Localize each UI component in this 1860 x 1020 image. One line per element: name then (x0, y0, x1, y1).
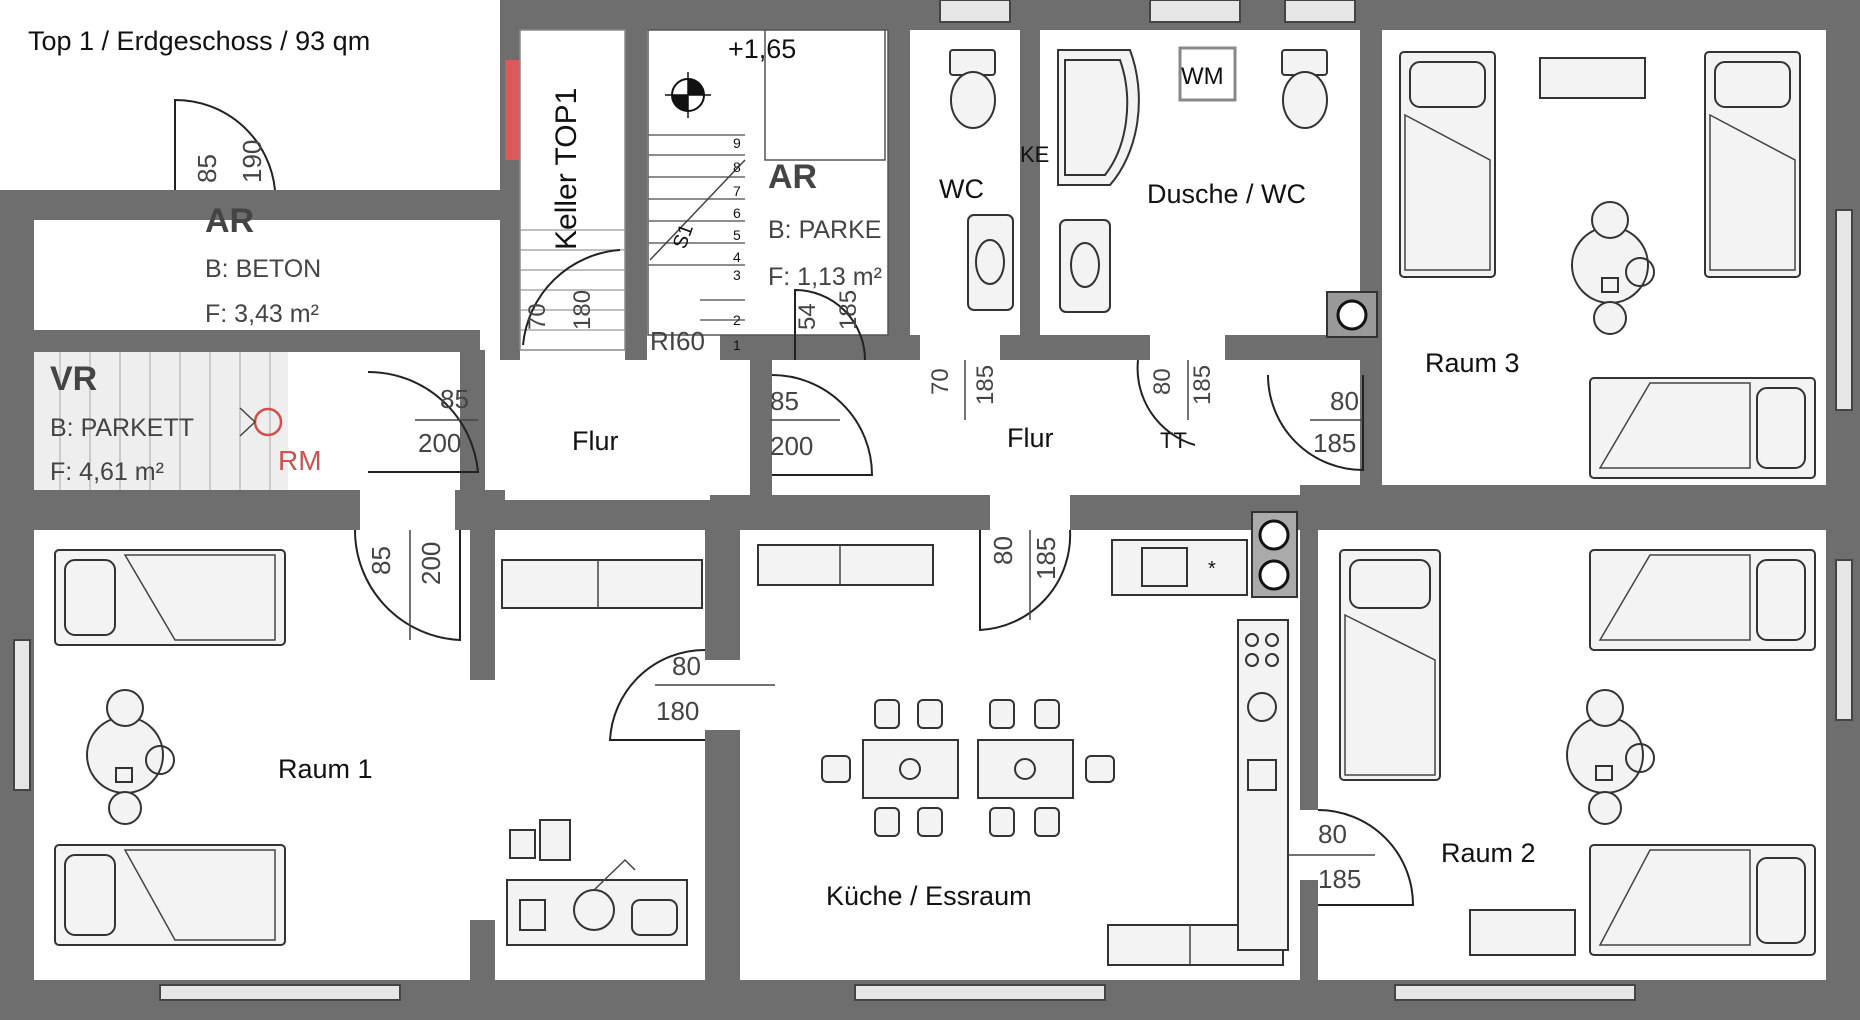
door-width: 70 (524, 303, 551, 330)
stair-number: 8 (733, 159, 741, 175)
door-height: 180 (569, 290, 596, 330)
kitchen-fixtures: * (1111, 511, 1298, 951)
door-width: 80 (1318, 819, 1347, 849)
shower-icon (1057, 49, 1140, 186)
stair-number: 4 (733, 249, 741, 265)
stair-number: 5 (733, 227, 741, 243)
stair-numbers: 1 2 3 4 5 6 7 8 9 (733, 135, 741, 353)
door-width: 80 (672, 651, 701, 681)
vr-code: VR (50, 360, 97, 398)
dining-tables (821, 699, 1115, 837)
desk-chair-icon (86, 689, 175, 825)
bed-icon (1339, 549, 1441, 781)
wc-toilet-icon (949, 49, 996, 129)
dusche-toilet-icon (1281, 49, 1328, 129)
door-width: 85 (366, 546, 396, 575)
room-label-flur1: Flur (572, 426, 619, 456)
storage-floor: B: PARKE (768, 216, 881, 244)
door-width: 54 (794, 303, 821, 330)
door-height: 200 (770, 431, 813, 461)
storage-code: AR (205, 202, 254, 240)
stair-number: 6 (733, 205, 741, 221)
stair-number: 9 (733, 135, 741, 151)
door-width: 80 (1149, 368, 1176, 395)
stair-number: 7 (733, 183, 741, 199)
door-height: 180 (656, 696, 699, 726)
bed-icon (1589, 549, 1816, 651)
bed-icon (1399, 51, 1496, 278)
door-width: 70 (927, 368, 954, 395)
storage-ar-parkett: AR B: PARKE F: 1,13 m² (768, 158, 882, 291)
door-height: 185 (1031, 537, 1061, 580)
storage-area: F: 1,13 m² (768, 263, 882, 291)
door-width: 85 (440, 384, 469, 414)
door-height: 200 (418, 428, 461, 458)
red-wall-marker (505, 60, 523, 160)
storage-code: AR (768, 158, 817, 196)
sofa-desk-icon (506, 819, 688, 946)
keller-stairs (519, 29, 626, 351)
room-label-raum1: Raum 1 (278, 754, 373, 784)
wm-label: WM (1181, 63, 1224, 90)
keller-label: Keller TOP1 (550, 88, 583, 250)
door-height: 200 (416, 542, 446, 585)
stair-number: 3 (733, 267, 741, 283)
door-height: 185 (1318, 864, 1361, 894)
bed-icon (1589, 844, 1816, 956)
storage-vr: VR B: PARKETT F: 4,61 m² (50, 360, 194, 486)
chimney-icon (1326, 291, 1378, 338)
desk-chair-icon (1571, 201, 1655, 335)
staircase: 1 2 3 4 5 6 7 8 9 S1 (647, 29, 889, 353)
storage-floor: B: BETON (205, 255, 321, 283)
room-label-flur2: Flur (1007, 423, 1054, 453)
ke-label: KE (1020, 142, 1049, 167)
door-width: 80 (1330, 386, 1359, 416)
ri60-label: RI60 (650, 326, 705, 356)
stair-number: 1 (733, 337, 741, 353)
bed-icon (1704, 51, 1801, 278)
vr-hatch (34, 352, 288, 490)
vr-floor: B: PARKETT (50, 414, 194, 442)
stair-number: 2 (733, 312, 741, 328)
svg-text:*: * (1208, 558, 1216, 580)
storage-ar-beton: AR B: BETON F: 3,43 m² (205, 202, 321, 328)
wardrobes (501, 57, 1646, 966)
washing-machine-box (1178, 46, 1237, 102)
door-width: 80 (988, 536, 1018, 565)
desk-chair-icon (1566, 689, 1655, 825)
level-label: +1,65 (728, 34, 796, 64)
bed-icon (54, 549, 286, 646)
door-width: 85 (192, 154, 222, 183)
door-width: 85 (770, 386, 799, 416)
storage-area: F: 3,43 m² (205, 300, 319, 328)
room-label-raum3: Raum 3 (1425, 348, 1520, 378)
rm-label: RM (278, 445, 322, 476)
door-height: 185 (835, 290, 862, 330)
bed-icon (1589, 377, 1816, 479)
room-label-kueche: Küche / Essraum (826, 881, 1032, 911)
wc-sink-icon (967, 214, 1014, 311)
windows (13, 0, 1853, 1001)
vr-area: F: 4,61 m² (50, 458, 164, 486)
beds (54, 51, 1816, 956)
survey-marker-icon (665, 72, 711, 118)
dusche-sink-icon (1059, 219, 1111, 313)
desks (86, 201, 1655, 825)
room-label-dusche: Dusche / WC (1147, 179, 1306, 209)
door-height: 185 (1313, 428, 1356, 458)
door-height: 190 (237, 140, 267, 183)
plan-title: Top 1 / Erdgeschoss / 93 qm (28, 26, 370, 56)
doors: 85 190 70 180 54 185 85 200 85 200 70 18… (174, 98, 1415, 906)
door-height: 185 (1189, 365, 1216, 405)
room-label-wc: WC (939, 174, 984, 204)
room-label-raum2: Raum 2 (1441, 838, 1536, 868)
door-height: 185 (972, 365, 999, 405)
bed-icon (54, 844, 286, 946)
